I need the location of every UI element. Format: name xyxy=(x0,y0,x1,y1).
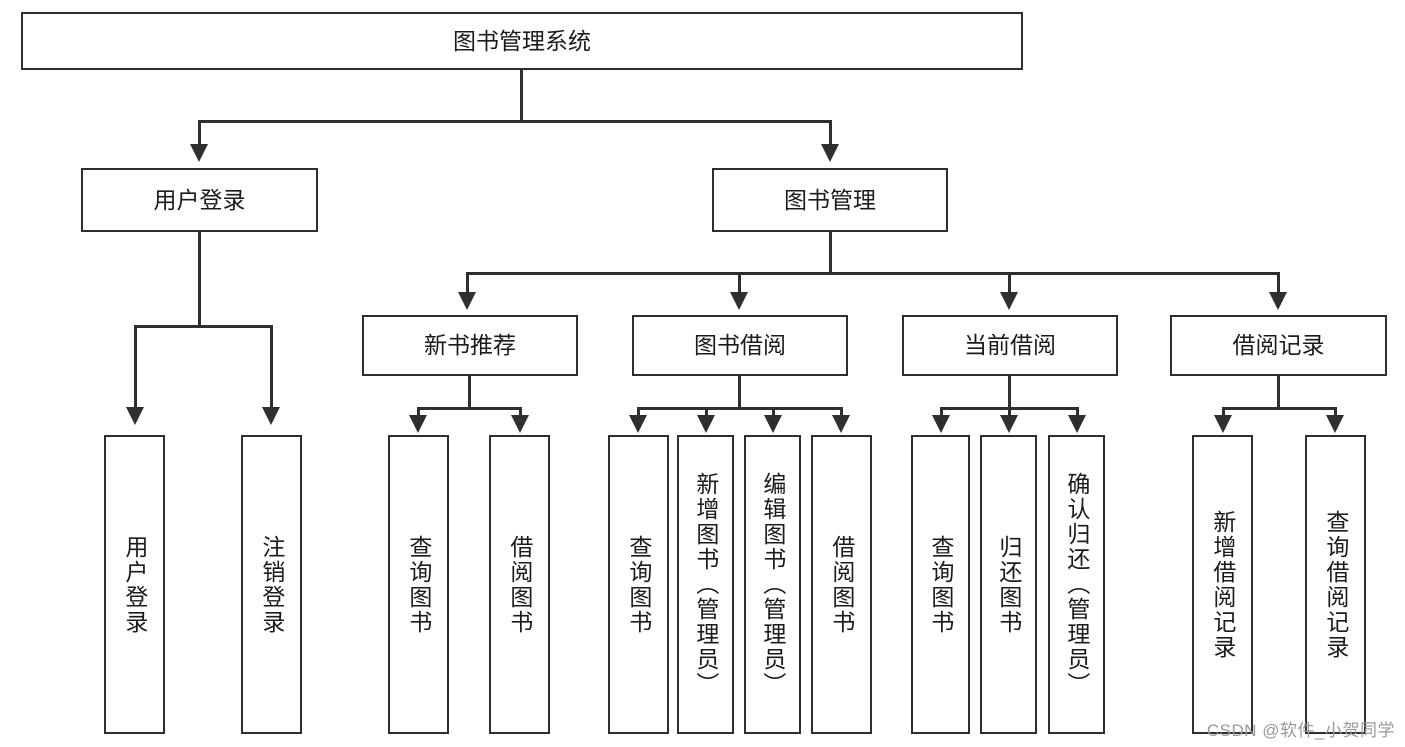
leaf-cb-confirm-return[interactable]: 确认归还（管理员） xyxy=(1048,435,1105,734)
edge-drop-bb-1 xyxy=(637,407,640,421)
edge-current-borrow-stem xyxy=(1008,376,1011,410)
edge-drop-borrow-record xyxy=(1277,272,1280,294)
arrow-to-leaf-cb-query xyxy=(932,415,950,433)
edge-drop-book-borrow xyxy=(738,272,741,294)
node-label: 图书管理系统 xyxy=(453,27,591,54)
edge-borrow-record-bus xyxy=(1222,407,1337,410)
node-label: 图书管理 xyxy=(784,186,876,213)
watermark-text: CSDN @软件_小贺同学 xyxy=(1206,721,1395,740)
edge-book-borrow-stem xyxy=(738,376,741,410)
leaf-bb-edit-book[interactable]: 编辑图书（管理员） xyxy=(744,435,801,734)
node-label: 新增借阅记录 xyxy=(1209,509,1236,660)
edge-new-book-bus xyxy=(417,407,522,410)
arrow-to-user-login xyxy=(190,144,208,162)
edge-drop-cb-2 xyxy=(1008,407,1011,421)
node-label: 借阅图书 xyxy=(506,534,533,635)
node-label: 新增图书（管理员） xyxy=(692,472,719,697)
leaf-nb-borrow-book[interactable]: 借阅图书 xyxy=(489,435,550,734)
arrow-to-leaf-br-query xyxy=(1326,415,1344,433)
arrow-to-book-borrow xyxy=(730,292,748,310)
node-label: 归还图书 xyxy=(995,534,1022,635)
arrow-to-leaf-nb-query xyxy=(409,415,427,433)
edge-drop-bb-2 xyxy=(705,407,708,421)
edge-book-manage-stem xyxy=(829,232,832,274)
leaf-user-login[interactable]: 用户登录 xyxy=(104,435,165,734)
leaf-br-add-record[interactable]: 新增借阅记录 xyxy=(1192,435,1253,734)
arrow-to-new-book-recommend xyxy=(458,292,476,310)
edge-drop-br-2 xyxy=(1334,407,1337,421)
arrow-to-borrow-record xyxy=(1269,292,1287,310)
edge-root-bus xyxy=(198,120,832,123)
edge-root-stem xyxy=(520,70,523,122)
node-borrow-record[interactable]: 借阅记录 xyxy=(1170,315,1387,376)
arrow-to-leaf-logout xyxy=(262,407,280,425)
node-label: 查询借阅记录 xyxy=(1322,509,1349,660)
edge-user-login-stem xyxy=(198,232,201,328)
arrow-to-leaf-user-login xyxy=(126,407,144,425)
arrow-to-leaf-bb-query xyxy=(629,415,647,433)
leaf-nb-query-book[interactable]: 查询图书 xyxy=(388,435,449,734)
arrow-to-leaf-bb-edit xyxy=(764,415,782,433)
edge-drop-nb-2 xyxy=(519,407,522,421)
node-book-borrow[interactable]: 图书借阅 xyxy=(632,315,848,376)
node-label: 图书借阅 xyxy=(694,332,786,359)
leaf-bb-query-book[interactable]: 查询图书 xyxy=(608,435,669,734)
edge-user-login-bus xyxy=(134,325,273,328)
node-label: 编辑图书（管理员） xyxy=(759,472,786,697)
arrow-to-leaf-bb-borrow xyxy=(832,415,850,433)
leaf-logout[interactable]: 注销登录 xyxy=(241,435,302,734)
node-label: 查询图书 xyxy=(927,534,954,635)
leaf-bb-borrow-book[interactable]: 借阅图书 xyxy=(811,435,872,734)
edge-drop-current-borrow xyxy=(1008,272,1011,294)
leaf-cb-return-book[interactable]: 归还图书 xyxy=(980,435,1037,734)
edge-drop-user-login xyxy=(198,120,201,146)
edge-drop-book-manage xyxy=(829,120,832,146)
edge-drop-new-book xyxy=(466,272,469,294)
node-label: 注销登录 xyxy=(258,534,285,635)
edge-new-book-stem xyxy=(468,376,471,410)
leaf-br-query-record[interactable]: 查询借阅记录 xyxy=(1305,435,1366,734)
node-label: 用户登录 xyxy=(121,534,148,635)
edge-book-manage-bus xyxy=(466,272,1280,275)
edge-drop-br-1 xyxy=(1222,407,1225,421)
edge-borrow-record-stem xyxy=(1277,376,1280,410)
node-label: 借阅记录 xyxy=(1232,332,1325,359)
arrow-to-current-borrow xyxy=(1000,292,1018,310)
node-label: 查询图书 xyxy=(625,534,652,635)
arrow-to-leaf-br-add xyxy=(1214,415,1232,433)
node-label: 借阅图书 xyxy=(828,534,855,635)
arrow-to-book-manage xyxy=(821,144,839,162)
edge-drop-nb-1 xyxy=(417,407,420,421)
node-book-manage[interactable]: 图书管理 xyxy=(712,168,948,232)
node-current-borrow[interactable]: 当前借阅 xyxy=(902,315,1118,376)
edge-drop-cb-1 xyxy=(940,407,943,421)
edge-drop-bb-3 xyxy=(772,407,775,421)
node-label: 当前借阅 xyxy=(964,332,1056,359)
edge-drop-user-login-2 xyxy=(270,325,273,409)
arrow-to-leaf-bb-add xyxy=(697,415,715,433)
leaf-bb-add-book[interactable]: 新增图书（管理员） xyxy=(677,435,734,734)
node-new-book-recommend[interactable]: 新书推荐 xyxy=(362,315,578,376)
edge-book-borrow-bus xyxy=(637,407,840,410)
node-label: 查询图书 xyxy=(405,534,432,635)
edge-drop-user-login-1 xyxy=(134,325,137,409)
arrow-to-leaf-cb-confirm xyxy=(1068,415,1086,433)
node-label: 确认归还（管理员） xyxy=(1063,472,1090,697)
node-root-system[interactable]: 图书管理系统 xyxy=(21,12,1023,70)
node-label: 新书推荐 xyxy=(424,332,516,359)
arrow-to-leaf-nb-borrow xyxy=(511,415,529,433)
node-label: 用户登录 xyxy=(153,186,246,213)
leaf-cb-query-book[interactable]: 查询图书 xyxy=(911,435,970,734)
edge-drop-cb-3 xyxy=(1076,407,1079,421)
edge-drop-bb-4 xyxy=(840,407,843,421)
node-user-login[interactable]: 用户登录 xyxy=(81,168,318,232)
arrow-to-leaf-cb-return xyxy=(1000,415,1018,433)
